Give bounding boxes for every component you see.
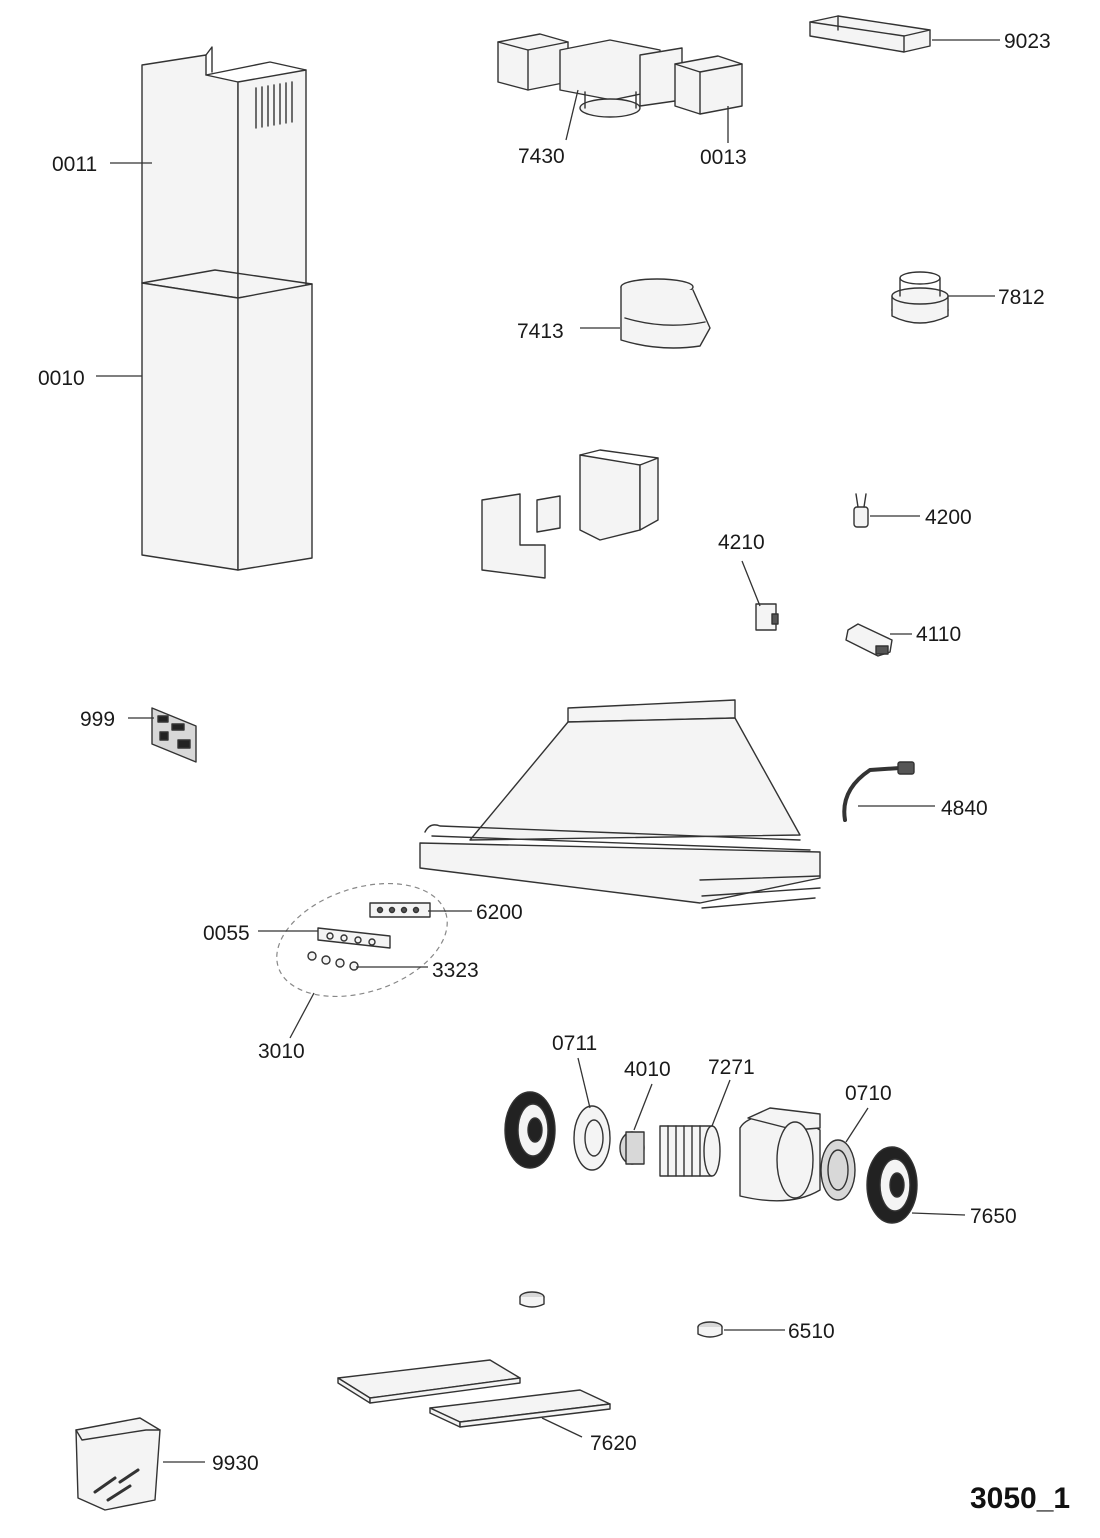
mounting-bracket (809, 15, 931, 53)
label-0055: 0055 (203, 922, 250, 945)
label-0013: 0013 (700, 146, 747, 169)
diagram-code: 3050_1 (970, 1482, 1070, 1515)
duct-connector-assembly (497, 33, 743, 118)
control-panel (307, 902, 431, 971)
label-7812: 7812 (998, 286, 1045, 309)
label-999: 999 (80, 708, 115, 731)
lamp-holder (845, 623, 893, 657)
label-4010: 4010 (624, 1058, 671, 1081)
chimney-upper-section (141, 46, 307, 299)
blower-motor-assembly (504, 1091, 918, 1224)
label-6200: 6200 (476, 901, 523, 924)
label-7413: 7413 (517, 320, 564, 343)
power-cable (842, 761, 915, 822)
circuit-board (151, 707, 197, 763)
control-group-outline (276, 882, 448, 998)
air-outlet-adapter (620, 278, 711, 349)
accessory-bag (75, 1417, 161, 1511)
switch-component (755, 603, 779, 631)
hood-canopy-body (419, 699, 821, 909)
leader-lines (96, 39, 1000, 1463)
chimney-lower-section (141, 269, 313, 571)
electronic-housing-assembly (481, 449, 659, 579)
label-0711: 0711 (552, 1032, 597, 1055)
label-4110: 4110 (916, 623, 961, 646)
label-0010: 0010 (38, 367, 85, 390)
air-outlet-collar (891, 271, 949, 324)
label-4210: 4210 (718, 531, 765, 554)
label-6510: 6510 (788, 1320, 835, 1343)
label-0710: 0710 (845, 1082, 892, 1105)
label-3323: 3323 (432, 959, 479, 982)
label-9930: 9930 (212, 1452, 259, 1475)
label-7271: 7271 (708, 1056, 755, 1079)
label-7430: 7430 (518, 145, 565, 168)
label-3010: 3010 (258, 1040, 305, 1063)
label-0011: 0011 (52, 153, 97, 176)
label-7650: 7650 (970, 1205, 1017, 1228)
label-9023: 9023 (1004, 30, 1051, 53)
label-4200: 4200 (925, 506, 972, 529)
capacitor (853, 493, 869, 528)
label-7620: 7620 (590, 1432, 637, 1455)
label-4840: 4840 (941, 797, 988, 820)
filter-knob (519, 1291, 723, 1338)
part-labels: 0011 0010 7430 0013 9023 7413 7812 4200 … (38, 30, 1070, 1515)
grease-filters (337, 1359, 611, 1428)
